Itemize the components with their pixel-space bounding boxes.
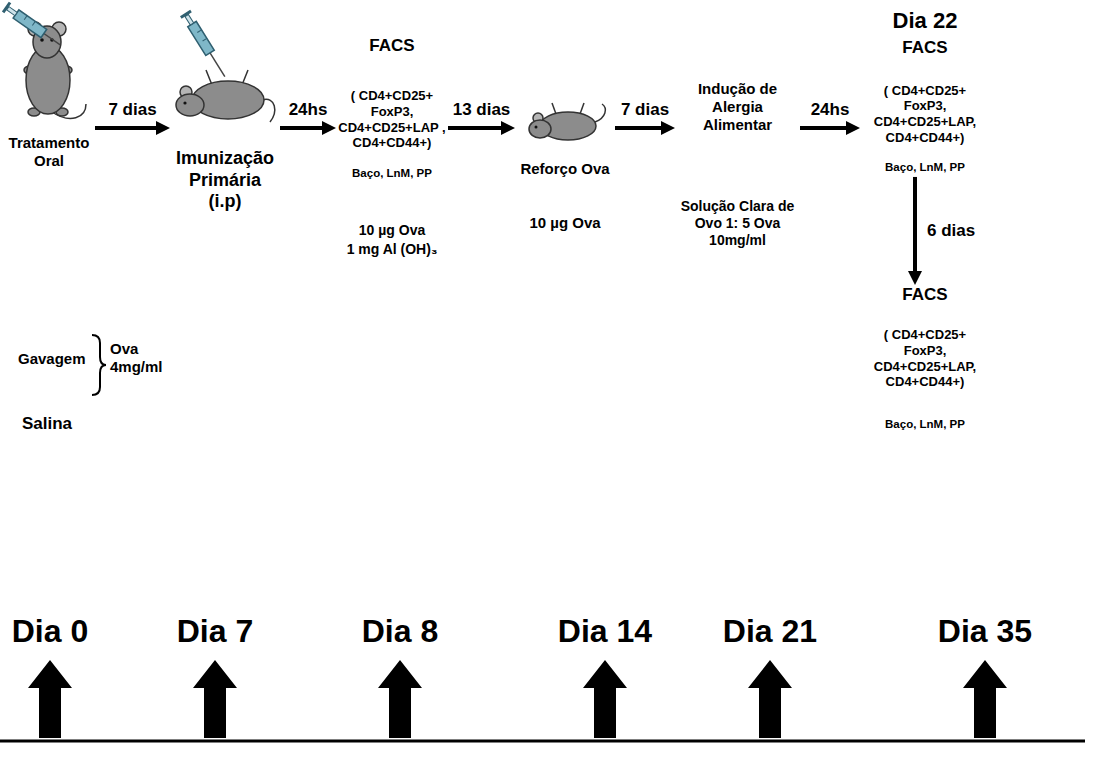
mouse-eye [183, 101, 186, 104]
timeline-arrow [193, 660, 237, 738]
note-label: Salina [22, 414, 72, 434]
interval-label: 7 dias [619, 100, 671, 120]
interval-label: 24hs [809, 100, 852, 120]
flow-arrow [615, 126, 665, 130]
syringe-plunger-end [2, 2, 11, 14]
mouse-head [176, 94, 204, 116]
step-title: FACS [865, 285, 985, 305]
step-node: Reforço Ova 10 µg Ova [515, 90, 615, 234]
step-node: FACS ( CD4+CD25+ FoxP3, CD4+CD25+LAP, CD4… [865, 285, 985, 434]
syringe-tick [32, 21, 35, 25]
day-label: Dia 0 [0, 612, 150, 650]
mouse-figure [176, 70, 275, 122]
step-detail: ( CD4+CD25+ FoxP3, CD4+CD25+LAP , CD4+CD… [338, 88, 446, 150]
flow-arrow [800, 126, 850, 130]
syringe-barrel [13, 10, 47, 38]
flow-arrow [95, 126, 160, 130]
timeline-arrow [748, 660, 792, 738]
step-node: FACS ( CD4+CD25+ FoxP3, CD4+CD25+LAP , CD… [336, 36, 448, 183]
step-detail: Baço, LnM, PP [336, 167, 448, 181]
syringe-plunger [7, 7, 17, 16]
step-title: Imunização Primária (i.p) [175, 148, 275, 213]
flow-arrow [280, 126, 326, 130]
step-detail: ( CD4+CD25+ FoxP3, CD4+CD25+LAP, CD4+CD4… [869, 83, 981, 145]
step-title: Indução de Alergia Alimentar [690, 80, 785, 134]
timeline-axis [0, 740, 1085, 743]
mouse-head [529, 120, 551, 138]
syringe-needle [44, 34, 60, 45]
step-detail: Solução Clara de Ovo 1: 5 Ova 10mg/ml [677, 198, 799, 248]
mouse-eye [535, 126, 538, 129]
step-node: Dia 22 FACS ( CD4+CD25+ FoxP3, CD4+CD25+LA… [860, 8, 990, 177]
day-label: Dia 8 [300, 612, 500, 650]
syringe-barrel [188, 21, 214, 55]
timeline-arrow [378, 660, 422, 738]
interval-label: 13 dias [451, 100, 513, 120]
timeline-arrow [583, 660, 627, 738]
step-title: Reforço Ova [515, 160, 615, 178]
interval-label: 7 dias [106, 100, 158, 120]
step-detail: FACS [860, 38, 990, 58]
step-detail: Baço, LnM, PP [860, 161, 990, 175]
mouse-tail [595, 104, 605, 122]
curly-brace [92, 335, 106, 395]
step-title: Dia 22 [860, 8, 990, 34]
step-title: Tratamento Oral [3, 134, 95, 170]
note-label: 1 mg Al (OH)₃ [292, 241, 492, 258]
timeline-arrow [28, 660, 72, 738]
flow-arrow [913, 177, 917, 275]
mouse-leg [580, 103, 584, 114]
step-detail: 10 µg Ova [515, 214, 615, 232]
syringe [180, 10, 230, 80]
syringe-plunger-end [180, 10, 192, 19]
interval-label: 6 dias [925, 221, 977, 241]
syringe-tick [203, 38, 207, 41]
note-label: Ova 4mg/ml [110, 340, 172, 376]
note-label: Gavagem [18, 350, 86, 368]
day-label: Dia 35 [885, 612, 1085, 650]
syringe-plunger [185, 14, 194, 25]
step-node: Indução de Alergia AlimentarSolução Clar… [675, 80, 800, 250]
step-node: Imunização Primária (i.p) [170, 20, 280, 215]
day-label: Dia 7 [115, 612, 315, 650]
syringe-tick [197, 30, 201, 33]
note-label: 10 µg Ova [292, 222, 492, 239]
timeline-arrows [28, 660, 1007, 738]
step-detail: ( CD4+CD25+ FoxP3, CD4+CD25+LAP, CD4+CD4… [869, 327, 981, 389]
step-detail: Baço, LnM, PP [865, 418, 985, 432]
syringe-tick [24, 16, 27, 20]
timeline-arrow [963, 660, 1007, 738]
syringe [2, 2, 64, 50]
day-label: Dia 21 [670, 612, 870, 650]
flow-arrow [448, 126, 505, 130]
syringe-needle [210, 53, 225, 77]
day-label: Dia 14 [505, 612, 705, 650]
step-node: Tratamento Oral [3, 0, 95, 172]
mouse-figure [24, 22, 86, 118]
interval-label: 24hs [287, 100, 330, 120]
step-title: FACS [336, 36, 448, 56]
mouse-eye [40, 38, 44, 42]
mouse-figure [529, 103, 605, 140]
mouse-leg [552, 103, 556, 114]
